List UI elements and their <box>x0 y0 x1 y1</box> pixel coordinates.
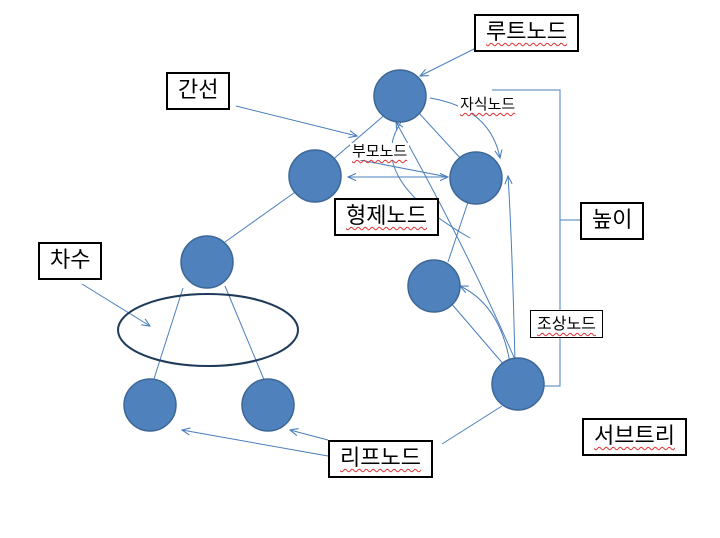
label-ancestor-text: 조상노드 <box>537 314 596 333</box>
pointer-leaf-2 <box>290 430 329 441</box>
pointer-leaf-3 <box>441 405 503 445</box>
label-parent-text: 부모노드 <box>352 142 408 160</box>
label-ancestor: 조상노드 <box>530 310 603 338</box>
label-subtree-text: 서브트리 <box>594 424 675 449</box>
node-right-child <box>407 259 461 313</box>
label-subtree: 서브트리 <box>582 418 687 456</box>
degree-ellipse <box>117 293 299 367</box>
label-edge: 간선 <box>166 72 231 110</box>
edge-mid-leaf-right <box>224 285 266 383</box>
label-sibling-text: 형제노드 <box>346 204 427 229</box>
label-child: 자식노드 <box>458 95 518 113</box>
label-edge-text: 간선 <box>178 78 219 103</box>
node-root <box>373 69 427 123</box>
label-degree: 차수 <box>38 242 103 280</box>
pointer-ancestor-2 <box>508 176 516 363</box>
label-root: 루트노드 <box>474 14 579 52</box>
label-leaf-text: 리프노드 <box>340 446 421 471</box>
edge-right-child <box>447 201 469 263</box>
pointer-parent <box>359 159 449 178</box>
height-bracket <box>492 89 580 387</box>
pointer-ancestor-1 <box>396 122 517 363</box>
label-sibling: 형제노드 <box>334 198 439 236</box>
label-height: 높이 <box>580 202 645 240</box>
pointer-degree <box>81 283 150 326</box>
pointer-child <box>429 97 500 158</box>
node-leaf-right <box>241 378 295 432</box>
label-height-text: 높이 <box>592 208 633 233</box>
node-subtree <box>491 357 545 411</box>
node-left <box>288 149 342 203</box>
tree-nodes <box>123 69 545 432</box>
pointer-ancestor-3 <box>460 286 511 364</box>
tree-edges <box>152 111 506 383</box>
edge-root-right <box>417 111 463 161</box>
edge-mid-leaf-left <box>152 287 184 383</box>
label-leaf: 리프노드 <box>328 440 433 478</box>
label-pointers <box>81 47 517 457</box>
edge-root-left <box>329 111 389 163</box>
edge-left-mid <box>224 189 299 243</box>
label-child-text: 자식노드 <box>460 95 516 113</box>
label-root-text: 루트노드 <box>486 20 567 45</box>
edge-child-subtree <box>449 301 506 367</box>
pointer-leaf-1 <box>182 430 329 457</box>
label-parent: 부모노드 <box>350 142 410 160</box>
pointer-ancestor-4 <box>390 117 471 239</box>
pointer-root <box>420 47 477 76</box>
node-leaf-left <box>123 378 177 432</box>
label-degree-text: 차수 <box>50 248 91 273</box>
node-mid <box>180 235 234 289</box>
node-right <box>449 151 503 205</box>
pointer-edge <box>235 105 357 136</box>
